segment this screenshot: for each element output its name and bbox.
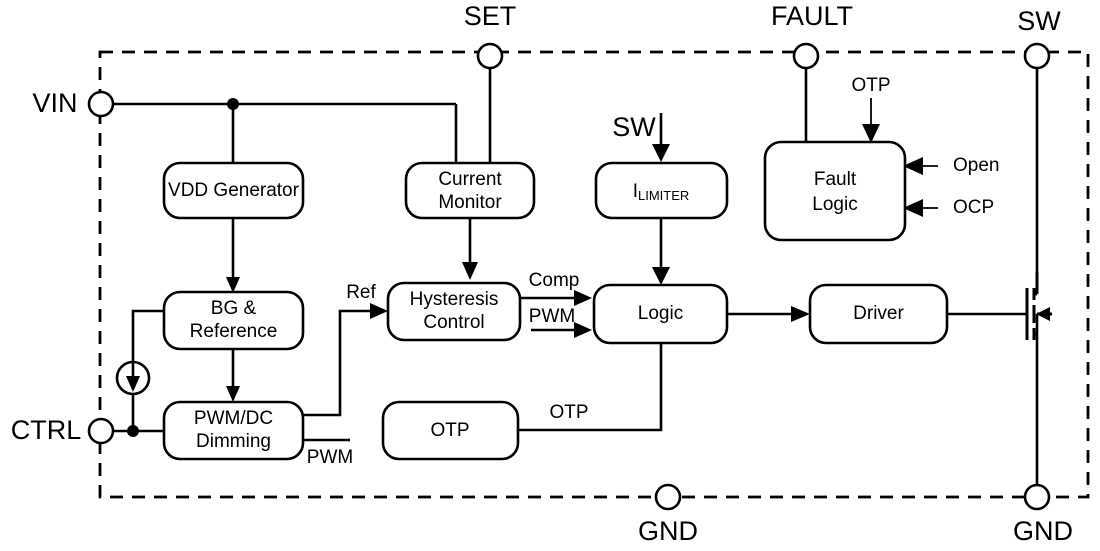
block-vdd-generator[interactable]: VDD Generator bbox=[162, 161, 305, 220]
block-pwm-dc-dimming[interactable]: PWM/DC Dimming bbox=[162, 400, 305, 461]
pin-set[interactable] bbox=[476, 42, 504, 70]
signal-label-comp: Comp bbox=[529, 270, 580, 291]
arrowhead-ocp-into-fault-logic bbox=[903, 199, 923, 217]
block-fault-logic[interactable]: Fault Logic bbox=[763, 140, 907, 242]
mosfet-body-arrow bbox=[1036, 307, 1050, 321]
block-hysteresis-control-line1: Hysteresis bbox=[410, 289, 499, 310]
arrowhead-current-source bbox=[126, 376, 140, 392]
arrowhead-vdd-to-bg bbox=[226, 277, 240, 293]
pin-set-label: SET bbox=[464, 1, 517, 31]
pin-gnd-center-label: GND bbox=[638, 516, 698, 546]
block-pwm-dc-dimming-rect bbox=[162, 400, 305, 461]
junction-ctrl-node bbox=[127, 425, 139, 437]
arrowhead-sw-to-ilimiter bbox=[652, 144, 670, 162]
pin-gnd-center[interactable] bbox=[654, 483, 682, 511]
pin-vin[interactable] bbox=[87, 90, 115, 118]
block-bg-reference[interactable]: BG & Reference bbox=[162, 290, 305, 351]
pin-ctrl[interactable] bbox=[87, 417, 115, 445]
block-i-limiter-symbol: I bbox=[633, 181, 638, 202]
block-hysteresis-control-line2: Control bbox=[423, 312, 484, 333]
arrowhead-logic-to-driver bbox=[791, 306, 810, 322]
signal-label-open: Open bbox=[953, 155, 999, 176]
pin-sw-top[interactable] bbox=[1023, 42, 1051, 70]
signal-label-otp-fault: OTP bbox=[851, 75, 890, 96]
block-otp[interactable]: OTP bbox=[381, 400, 520, 461]
junction-vin-branch bbox=[227, 98, 239, 110]
block-current-monitor[interactable]: Current Monitor bbox=[404, 161, 536, 220]
block-current-monitor-rect bbox=[404, 161, 536, 220]
signal-label-pwm-out: PWM bbox=[307, 447, 353, 468]
block-driver-label: Driver bbox=[853, 303, 904, 324]
block-fault-logic-line1: Fault bbox=[814, 169, 857, 190]
block-i-limiter-rect bbox=[594, 161, 729, 220]
pin-fault-label: FAULT bbox=[771, 1, 853, 31]
pin-gnd-right-label: GND bbox=[1013, 516, 1073, 546]
arrowhead-pwm-into-logic bbox=[574, 322, 592, 338]
signal-label-pwm-in: PWM bbox=[529, 306, 575, 327]
block-fault-logic-line2: Logic bbox=[812, 194, 857, 215]
block-i-limiter[interactable]: ILIMITER bbox=[594, 161, 729, 220]
block-logic-label: Logic bbox=[638, 303, 683, 324]
block-vdd-generator-label: VDD Generator bbox=[168, 180, 300, 201]
pin-vin-label: VIN bbox=[32, 88, 77, 118]
arrowhead-ilimiter-to-logic bbox=[652, 267, 670, 285]
block-otp-rect bbox=[381, 400, 520, 461]
pin-sw-top-label: SW bbox=[1017, 6, 1061, 36]
arrowhead-open-into-fault-logic bbox=[903, 157, 923, 175]
signal-label-ref: Ref bbox=[346, 282, 376, 303]
arrowhead-current-monitor-to-hysteresis bbox=[462, 262, 478, 280]
arrowhead-bg-to-dimming bbox=[226, 386, 240, 402]
signal-label-sw-ilimiter: SW bbox=[612, 112, 656, 142]
block-driver[interactable]: Driver bbox=[808, 283, 949, 345]
block-bg-reference-line1: BG & bbox=[211, 298, 257, 319]
arrowhead-otp-into-fault-logic bbox=[862, 124, 880, 143]
block-logic[interactable]: Logic bbox=[592, 283, 729, 345]
wire-ref-path bbox=[303, 309, 376, 417]
block-i-limiter-subscript: LIMITER bbox=[638, 188, 689, 203]
signal-label-otp-line: OTP bbox=[549, 402, 588, 423]
pin-fault[interactable] bbox=[792, 42, 820, 70]
block-hysteresis-control[interactable]: Hysteresis Control bbox=[386, 281, 522, 342]
block-fault-logic-rect bbox=[763, 140, 907, 242]
block-hysteresis-control-rect bbox=[386, 281, 522, 342]
block-pwm-dc-dimming-line1: PWM/DC bbox=[194, 408, 273, 429]
arrowhead-comp bbox=[574, 290, 592, 306]
pin-gnd-right[interactable] bbox=[1023, 483, 1051, 511]
wire-bg-left-tap bbox=[131, 309, 165, 363]
mosfet-symbol bbox=[1025, 272, 1052, 340]
block-vdd-generator-rect bbox=[162, 161, 305, 220]
block-bg-reference-line2: Reference bbox=[190, 321, 278, 342]
block-pwm-dc-dimming-line2: Dimming bbox=[196, 431, 271, 452]
block-current-monitor-line2: Monitor bbox=[438, 192, 502, 213]
block-bg-reference-rect bbox=[162, 290, 305, 351]
block-driver-rect bbox=[808, 283, 949, 345]
signal-label-ocp: OCP bbox=[953, 197, 994, 218]
wire-otp-to-logic bbox=[518, 343, 663, 432]
block-otp-label: OTP bbox=[430, 420, 469, 441]
pin-ctrl-label: CTRL bbox=[11, 415, 82, 445]
chip-boundary-dashed bbox=[98, 50, 1090, 499]
block-current-monitor-line1: Current bbox=[438, 169, 502, 190]
block-logic-rect bbox=[592, 283, 729, 345]
arrowhead-ref bbox=[370, 303, 388, 319]
block-i-limiter-label: ILIMITER bbox=[633, 181, 690, 203]
